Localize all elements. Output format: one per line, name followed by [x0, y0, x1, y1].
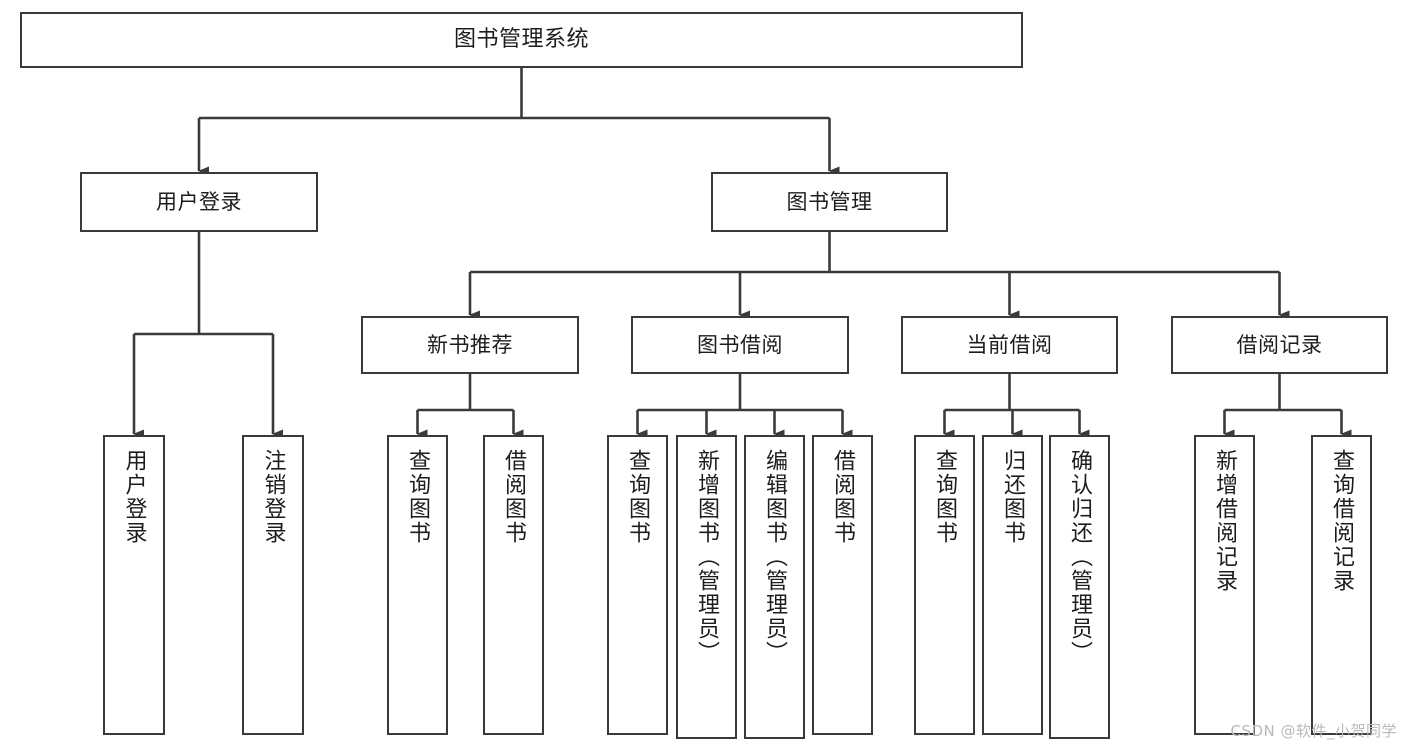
node-label: 查询图书 [405, 449, 431, 545]
leaf-borrow-book[interactable]: 借阅图书 [812, 435, 873, 735]
node-label: 新增借阅记录 [1212, 449, 1238, 593]
node-label: 查询图书 [932, 449, 958, 545]
node-label: 借阅记录 [1236, 332, 1323, 357]
node-new-book-recommend[interactable]: 新书推荐 [361, 316, 579, 374]
node-label: 用户登录 [121, 449, 147, 545]
watermark: CSDN @软件_小贺同学 [1230, 722, 1397, 740]
node-current-borrow[interactable]: 当前借阅 [901, 316, 1118, 374]
leaf-user-login[interactable]: 用户登录 [103, 435, 165, 735]
node-label: 新书推荐 [427, 332, 513, 357]
leaf-query-book-borrow[interactable]: 查询图书 [607, 435, 668, 735]
node-label: 借阅图书 [501, 449, 527, 545]
node-book-management[interactable]: 图书管理 [711, 172, 948, 232]
node-label: 用户登录 [156, 189, 242, 214]
leaf-add-book-admin[interactable]: 新增图书（管理员） [676, 435, 737, 739]
leaf-query-book-new[interactable]: 查询图书 [387, 435, 448, 735]
node-label: 注销登录 [260, 449, 286, 545]
leaf-borrow-book-new[interactable]: 借阅图书 [483, 435, 544, 735]
node-label: 归还图书 [1000, 449, 1026, 545]
node-label: 编辑图书（管理员） [762, 449, 788, 665]
node-label: 确认归还（管理员） [1067, 449, 1093, 665]
node-label: 查询借阅记录 [1329, 449, 1355, 593]
node-label: 当前借阅 [966, 332, 1053, 357]
leaf-logout[interactable]: 注销登录 [242, 435, 304, 735]
node-book-borrow[interactable]: 图书借阅 [631, 316, 849, 374]
leaf-query-book-current[interactable]: 查询图书 [914, 435, 975, 735]
node-label: 借阅图书 [830, 449, 856, 545]
node-user-login[interactable]: 用户登录 [80, 172, 318, 232]
leaf-confirm-return-admin[interactable]: 确认归还（管理员） [1049, 435, 1110, 739]
connector-lines [132, 68, 1352, 439]
leaf-query-borrow-record[interactable]: 查询借阅记录 [1311, 435, 1372, 735]
node-label: 图书借阅 [697, 332, 783, 357]
node-borrow-records[interactable]: 借阅记录 [1171, 316, 1388, 374]
leaf-add-borrow-record[interactable]: 新增借阅记录 [1194, 435, 1255, 735]
leaf-edit-book-admin[interactable]: 编辑图书（管理员） [744, 435, 805, 739]
node-label: 图书管理 [786, 189, 873, 214]
leaf-return-book[interactable]: 归还图书 [982, 435, 1043, 735]
node-label: 新增图书（管理员） [694, 449, 720, 665]
node-label: 图书管理系统 [453, 27, 589, 53]
node-label: 查询图书 [625, 449, 651, 545]
node-root[interactable]: 图书管理系统 [20, 12, 1023, 68]
